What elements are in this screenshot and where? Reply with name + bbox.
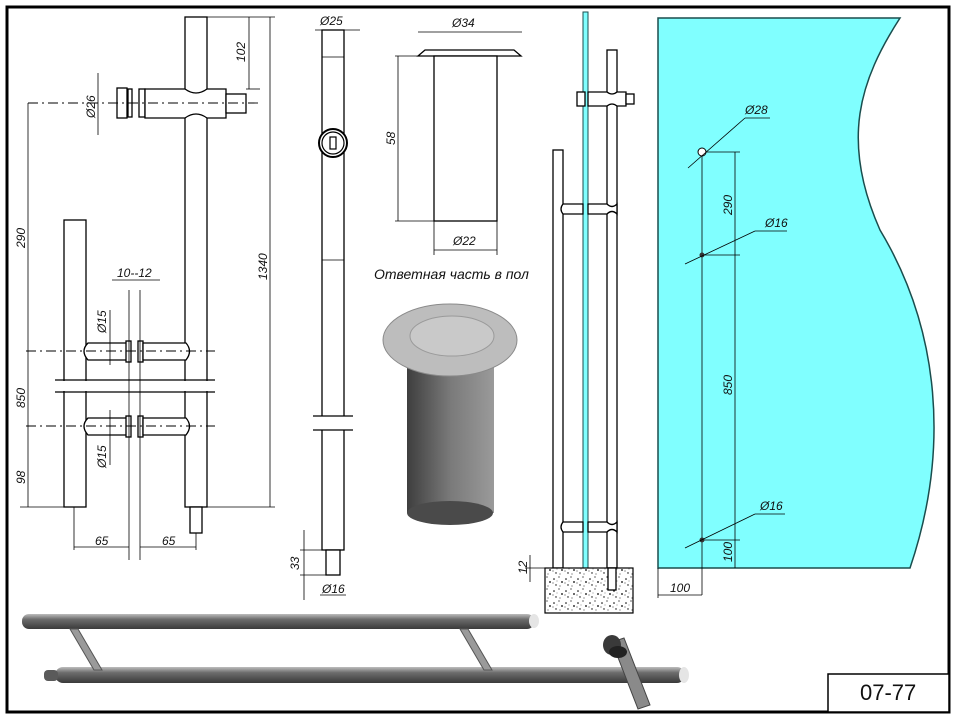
dim-d25: Ø25 (319, 14, 343, 28)
handle-side-view (20, 16, 275, 560)
dim-d26: Ø26 (84, 95, 98, 119)
lower-connector (83, 415, 191, 438)
floor-socket-3d (382, 303, 518, 525)
dim-98: 98 (14, 470, 28, 484)
dim-glass-850: 850 (721, 375, 735, 395)
dim-glass-100-horizontal: 100 (670, 581, 690, 595)
handle-secondary-bar (63, 219, 87, 508)
drawing-frame (5, 5, 951, 714)
dim-12: 12 (516, 560, 530, 574)
dim-d15-lower: Ø15 (95, 445, 109, 469)
dim-65-left: 65 (95, 534, 109, 548)
dim-102: 102 (234, 42, 248, 62)
installation-section (525, 11, 635, 614)
glass-panel (657, 17, 935, 598)
dim-58: 58 (384, 131, 398, 145)
dim-gap: 10--12 (117, 266, 152, 280)
handle-front-view (300, 29, 360, 600)
dim-33: 33 (288, 556, 302, 570)
dim-d22: Ø22 (452, 234, 476, 248)
handle-3d-render (22, 614, 689, 710)
drawing-code: 07-77 (860, 680, 916, 705)
drawing-code-box (827, 673, 950, 713)
dim-d15-upper: Ø15 (95, 310, 109, 334)
upper-connector (83, 340, 191, 363)
dim-d16-low: Ø16 (759, 499, 783, 513)
dim-glass-290: 290 (721, 195, 735, 216)
dim-850-left: 850 (14, 388, 28, 408)
floor-socket-caption: Ответная часть в пол (374, 266, 529, 282)
dim-d34: Ø34 (451, 16, 475, 30)
dim-1340: 1340 (256, 253, 270, 280)
floor-socket-drawing (395, 31, 523, 255)
dim-d16-mid: Ø16 (764, 216, 788, 230)
dim-d16-pin: Ø16 (321, 582, 345, 596)
dim-d28: Ø28 (744, 103, 768, 117)
dim-290-left: 290 (14, 228, 28, 249)
dim-65-right: 65 (162, 534, 176, 548)
dim-glass-100-vertical: 100 (721, 542, 735, 562)
